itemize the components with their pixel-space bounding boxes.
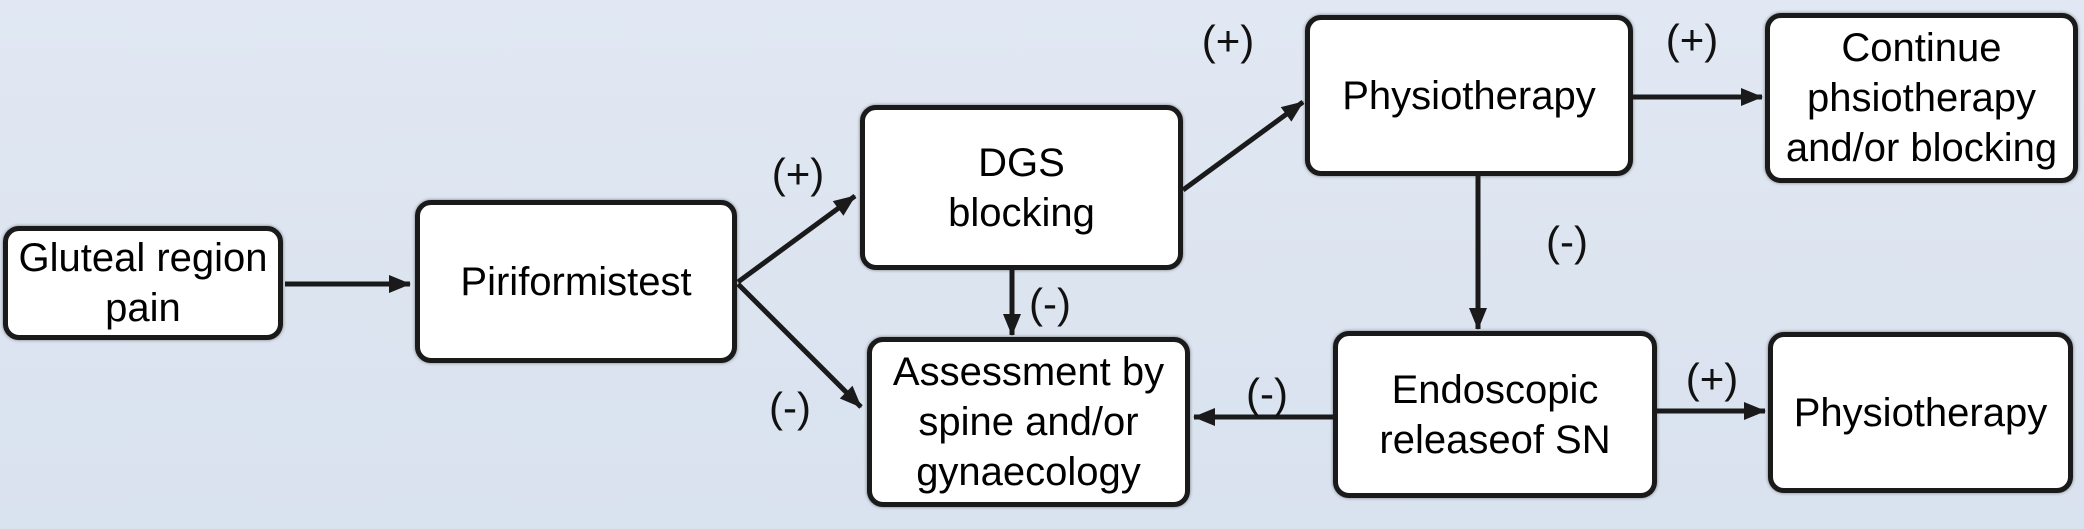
edge-label-piriformis-to-dgs: (+)	[771, 150, 825, 197]
arrow-piriformis-to-dgs	[736, 193, 857, 285]
edge-label-piriformis-to-assessment: (-)	[769, 384, 811, 431]
node-assessment: Assessment by spine and/or gynaecology	[867, 337, 1190, 507]
node-dgs-blocking: DGS blocking	[860, 105, 1183, 270]
node-physiotherapy: Physiotherapy	[1305, 15, 1633, 176]
edge-label-physiotherapy-to-continue: (+)	[1665, 16, 1719, 63]
edge-label-endoscopic-to-assessment: (-)	[1246, 370, 1288, 417]
edge-label-dgs-to-assessment: (-)	[1029, 280, 1071, 327]
node-piriformis-test: Piriformistest	[415, 200, 737, 363]
edge-label-physiotherapy-to-endoscopic: (-)	[1546, 218, 1588, 265]
edge-label-endoscopic-to-physiotherapy: (+)	[1685, 355, 1739, 402]
node-gluteal-region-pain: Gluteal region pain	[3, 226, 283, 340]
edge-label-dgs-to-physiotherapy: (+)	[1201, 17, 1255, 64]
node-endoscopic-release: Endoscopic releaseof SN	[1333, 331, 1657, 498]
arrow-dgs-to-physiotherapy	[1181, 99, 1305, 193]
node-physiotherapy-2: Physiotherapy	[1768, 332, 2073, 493]
node-continue-physiotherapy: Continue phsiotherapy and/or blocking	[1765, 13, 2078, 183]
